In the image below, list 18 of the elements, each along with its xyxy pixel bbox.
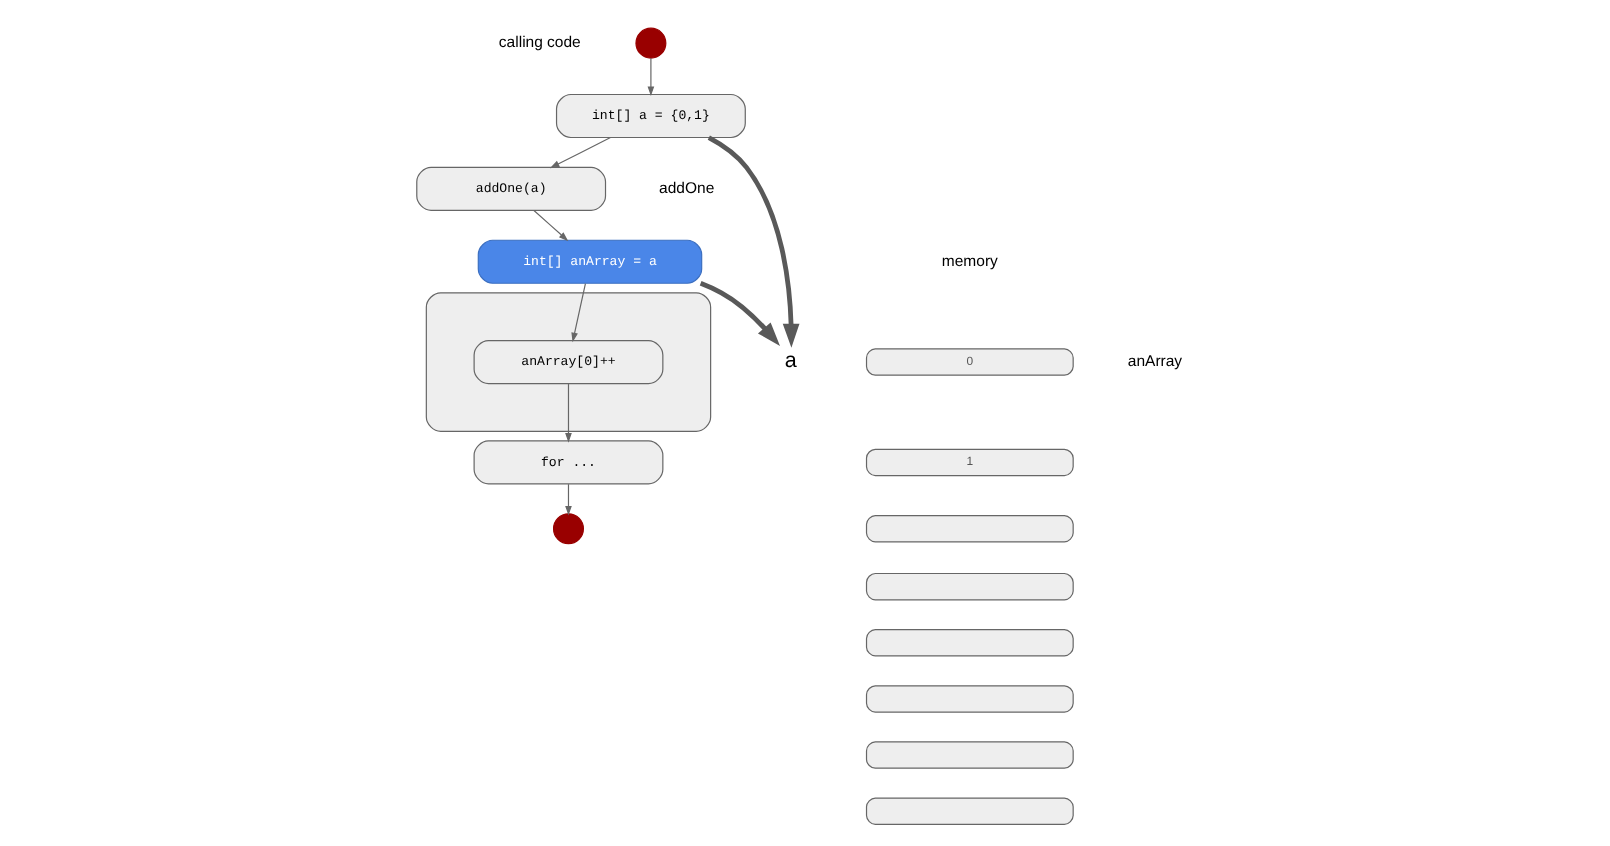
node-box — [865, 572, 1074, 601]
cluster — [425, 292, 712, 432]
node-circle — [552, 513, 584, 545]
arrow — [571, 283, 586, 343]
node-box — [865, 629, 1074, 657]
node-box — [865, 685, 1074, 713]
node-box — [865, 741, 1074, 769]
arrow — [699, 281, 780, 346]
node-text: a — [784, 349, 797, 374]
node-box — [865, 515, 1074, 543]
arrow — [565, 383, 572, 443]
arrow — [707, 135, 800, 348]
arrow — [533, 209, 569, 242]
arrow — [565, 483, 572, 516]
node-box — [865, 797, 1074, 825]
arrow — [549, 137, 612, 169]
arrow — [647, 57, 655, 97]
node-circle — [635, 27, 667, 59]
